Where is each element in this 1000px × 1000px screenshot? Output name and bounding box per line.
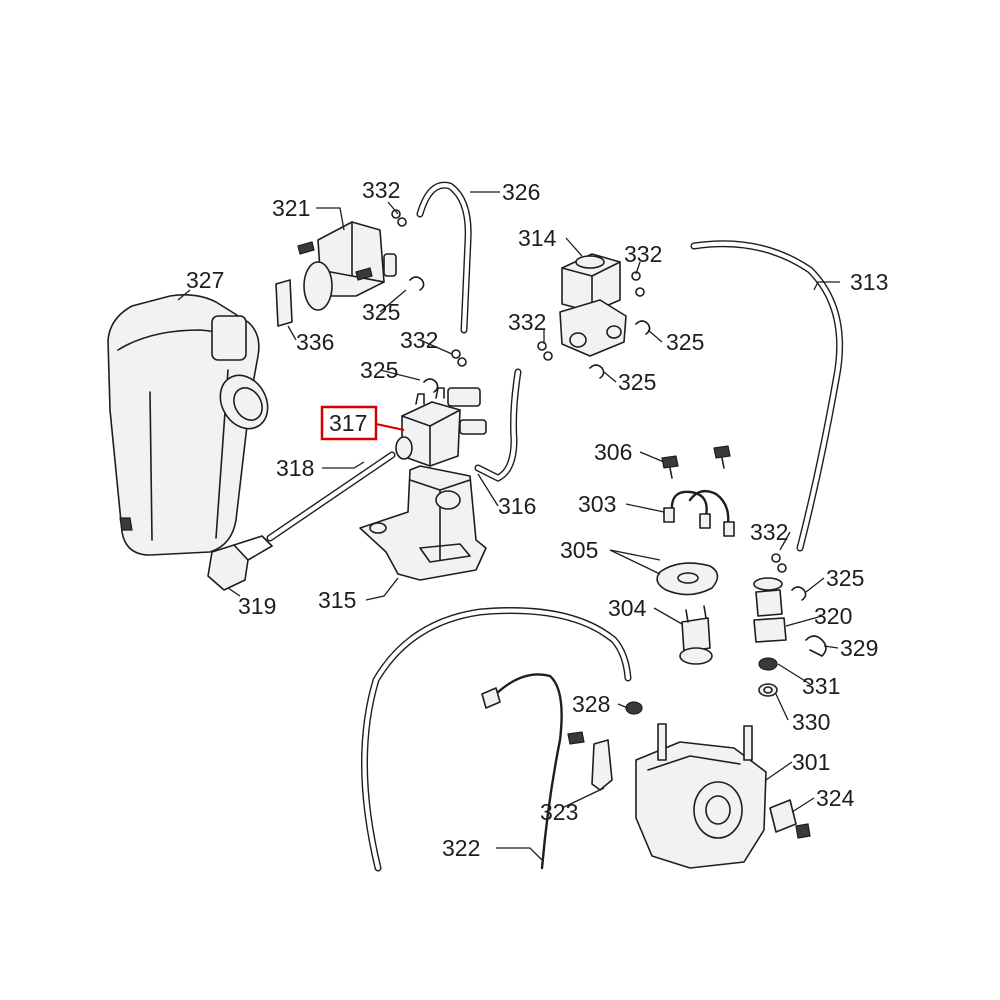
highlight-box-317 bbox=[320, 405, 378, 441]
bracket-315[interactable] bbox=[359, 465, 487, 581]
callout-318[interactable]: 318 bbox=[276, 455, 314, 481]
hose-326[interactable] bbox=[416, 181, 472, 334]
screws-306[interactable] bbox=[661, 445, 731, 479]
callout-317[interactable]: 317 bbox=[329, 410, 367, 436]
terminal-323[interactable] bbox=[567, 731, 613, 791]
valve-bracket-321[interactable] bbox=[297, 221, 397, 311]
callout-321[interactable]: 321 bbox=[272, 195, 310, 221]
wire-harness-303[interactable] bbox=[663, 489, 735, 537]
callout-325-valve[interactable]: 325 bbox=[826, 565, 864, 591]
hose-313[interactable] bbox=[690, 240, 844, 552]
callout-332-top[interactable]: 332 bbox=[362, 177, 400, 203]
shim-336[interactable] bbox=[275, 279, 293, 327]
clip-329[interactable] bbox=[805, 635, 827, 657]
o-rings-332[interactable] bbox=[391, 209, 787, 573]
callout-labels: 321 332 326 314 332 313 327 325 336 332 … bbox=[186, 177, 888, 861]
callout-305[interactable]: 305 bbox=[560, 537, 598, 563]
callout-323[interactable]: 323 bbox=[540, 799, 578, 825]
callout-325-mid[interactable]: 325 bbox=[360, 357, 398, 383]
nut-330[interactable] bbox=[758, 683, 778, 697]
callout-332-hose[interactable]: 332 bbox=[750, 519, 788, 545]
bushing-328[interactable] bbox=[625, 701, 643, 715]
hose-316[interactable] bbox=[474, 368, 522, 482]
callout-306[interactable]: 306 bbox=[594, 439, 632, 465]
water-tank-327[interactable] bbox=[107, 294, 277, 556]
callout-316[interactable]: 316 bbox=[498, 493, 536, 519]
callout-331[interactable]: 331 bbox=[802, 673, 840, 699]
clips-325[interactable] bbox=[409, 276, 807, 601]
callout-329[interactable]: 329 bbox=[840, 635, 878, 661]
callout-315[interactable]: 315 bbox=[318, 587, 356, 613]
valve-assembly-320[interactable] bbox=[753, 577, 787, 643]
callout-330[interactable]: 330 bbox=[792, 709, 830, 735]
callout-327[interactable]: 327 bbox=[186, 267, 224, 293]
connector-319[interactable] bbox=[207, 535, 273, 591]
callout-336[interactable]: 336 bbox=[296, 329, 334, 355]
callout-332-valve[interactable]: 332 bbox=[508, 309, 546, 335]
callout-319[interactable]: 319 bbox=[238, 593, 276, 619]
callout-313[interactable]: 313 bbox=[850, 269, 888, 295]
valve-314[interactable] bbox=[559, 253, 627, 357]
callout-325-right[interactable]: 325 bbox=[666, 329, 704, 355]
thermostat-304[interactable] bbox=[679, 605, 713, 665]
callout-322[interactable]: 322 bbox=[442, 835, 480, 861]
callout-304[interactable]: 304 bbox=[608, 595, 647, 621]
callout-325-lower[interactable]: 325 bbox=[618, 369, 656, 395]
callout-303[interactable]: 303 bbox=[578, 491, 616, 517]
heater-block-301[interactable] bbox=[635, 723, 767, 869]
callout-332-right[interactable]: 332 bbox=[624, 241, 662, 267]
solenoid-valve-317[interactable] bbox=[395, 387, 487, 467]
cable-322[interactable] bbox=[481, 673, 563, 870]
hose-318[interactable] bbox=[266, 451, 396, 542]
callout-325-top[interactable]: 325 bbox=[362, 299, 400, 325]
callout-301[interactable]: 301 bbox=[792, 749, 830, 775]
callout-332-mid[interactable]: 332 bbox=[400, 327, 438, 353]
callout-320[interactable]: 320 bbox=[814, 603, 852, 629]
hose-large[interactable] bbox=[361, 607, 632, 872]
plate-324[interactable] bbox=[769, 799, 811, 839]
callout-326[interactable]: 326 bbox=[502, 179, 540, 205]
callout-314[interactable]: 314 bbox=[518, 225, 557, 251]
callout-328[interactable]: 328 bbox=[572, 691, 610, 717]
callout-324[interactable]: 324 bbox=[816, 785, 855, 811]
leader-lines bbox=[177, 191, 840, 861]
ring-331[interactable] bbox=[758, 657, 778, 671]
gasket-305[interactable] bbox=[656, 562, 719, 596]
